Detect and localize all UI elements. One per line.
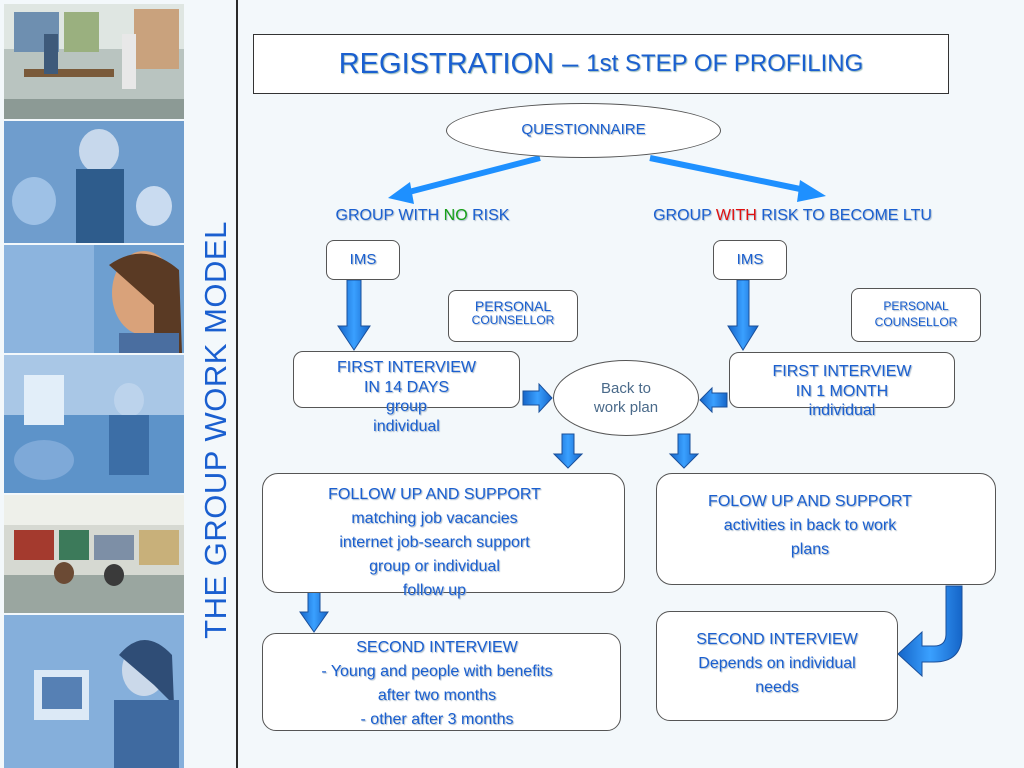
ims-left-box: IMS [326, 240, 400, 280]
personal-counsellor-right-line2: COUNSELLOR [874, 314, 958, 329]
follow-up-left-text: FOLLOW UP AND SUPPORT matching job vacan… [262, 483, 607, 603]
meeting-photo [4, 121, 184, 243]
arrow-to-with-risk [649, 155, 826, 202]
first-interview-left-line2: IN 14 DAYS [363, 378, 450, 396]
arrow-follow-curve-right [897, 585, 963, 678]
title-sub: 1st STEP OF PROFILING [586, 50, 864, 77]
second-interview-left-line4: - other after 3 months [360, 711, 514, 728]
second-interview-right-text: SECOND INTERVIEW Depends on individual n… [656, 628, 898, 700]
arrow-back-down-right [668, 433, 700, 469]
ims-right-box: IMS [713, 240, 787, 280]
office-photo [4, 4, 184, 119]
first-interview-left-line3: group [386, 398, 427, 416]
group-no-risk-highlight: NO [443, 207, 468, 224]
follow-up-right-text: FOLOW UP AND SUPPORT activities in back … [640, 490, 980, 562]
follow-up-right-line3: plans [790, 541, 830, 558]
second-interview-left-line2: - Young and people with benefits [321, 663, 553, 680]
ims-left-label: IMS [349, 251, 377, 268]
title-box: REGISTRATION – 1st STEP OF PROFILING [253, 34, 949, 94]
second-interview-right-line1: SECOND INTERVIEW [696, 631, 858, 648]
group-with-risk-suffix: RISK TO BECOME LTU [761, 207, 932, 224]
first-interview-right-line3: individual [808, 402, 876, 420]
second-interview-right-line2: Depends on individual [698, 655, 856, 672]
arrow-to-no-risk [388, 155, 541, 204]
second-interview-right-line3: needs [755, 679, 799, 696]
group-with-risk-prefix: GROUP [653, 207, 712, 224]
vertical-divider [236, 0, 238, 768]
second-interview-left-box [262, 633, 621, 731]
second-interview-right-box [656, 611, 898, 721]
questionnaire-node: QUESTIONNAIRE [446, 103, 721, 158]
personal-counsellor-left-line1: PERSONAL [474, 298, 552, 314]
follow-up-left-line4: group or individual [369, 558, 500, 575]
personal-counsellor-left-line2: COUNSELLOR [471, 313, 555, 328]
photo-strip [0, 0, 186, 768]
second-interview-left-text: SECOND INTERVIEW - Young and people with… [262, 636, 612, 732]
back-to-work-plan-line2: work plan [593, 399, 659, 416]
first-interview-left-line4: individual [373, 417, 440, 435]
second-interview-left-line3: after two months [377, 687, 497, 704]
arrow-back-down-left [552, 433, 584, 469]
first-interview-right-box [729, 352, 955, 408]
group-with-risk-label: GROUP WITH RISK TO BECOME LTU [610, 206, 975, 226]
title-main: REGISTRATION – [338, 47, 579, 80]
follow-up-left-line3: internet job-search support [339, 534, 530, 551]
group-no-risk-prefix: GROUP WITH [335, 207, 440, 224]
follow-up-right-box [656, 473, 996, 585]
personal-counsellor-left-box: PERSONAL COUNSELLOR [448, 290, 578, 342]
second-interview-left-line1: SECOND INTERVIEW [356, 639, 518, 656]
group-no-risk-suffix: RISK [472, 207, 510, 224]
first-interview-left-line1: FIRST INTERVIEW [337, 359, 476, 376]
follow-up-left-line5: follow up [402, 582, 467, 599]
woman-smiling-photo [4, 245, 184, 353]
follow-up-left-line1: FOLLOW UP AND SUPPORT [328, 486, 541, 503]
arrow-right-ims-down [727, 279, 759, 351]
follow-up-right-line2: activities in back to work [723, 517, 897, 534]
personal-counsellor-right-box: PERSONAL COUNSELLOR [851, 288, 981, 342]
first-interview-left-text: FIRST INTERVIEW IN 14 DAYS group individ… [293, 358, 520, 436]
first-interview-left-box [293, 351, 520, 408]
arrow-right-to-back [699, 386, 728, 414]
personal-counsellor-right-line1: PERSONAL [883, 299, 949, 313]
arrow-left-ims-down [337, 279, 371, 351]
follow-up-left-line2: matching job vacancies [351, 510, 518, 527]
follow-up-right-line1: FOLOW UP AND SUPPORT [708, 493, 912, 510]
follow-up-left-box [262, 473, 625, 593]
computer-user-photo [4, 615, 184, 768]
first-interview-right-line2: IN 1 MONTH [795, 382, 889, 400]
first-interview-right-line1: FIRST INTERVIEW [772, 363, 912, 380]
library-photo [4, 495, 184, 613]
questionnaire-label: QUESTIONNAIRE [521, 121, 646, 139]
arrow-left-to-back [522, 382, 553, 414]
back-to-work-plan-line1: Back to [600, 379, 651, 397]
first-interview-right-text: FIRST INTERVIEW IN 1 MONTH individual [729, 362, 955, 421]
back-to-work-plan-node: Back to work plan [553, 360, 699, 436]
ims-right-label: IMS [736, 251, 764, 268]
group-with-risk-highlight: WITH [715, 207, 757, 224]
office-blue-photo [4, 355, 184, 493]
group-no-risk-label: GROUP WITH NO RISK [300, 206, 545, 226]
